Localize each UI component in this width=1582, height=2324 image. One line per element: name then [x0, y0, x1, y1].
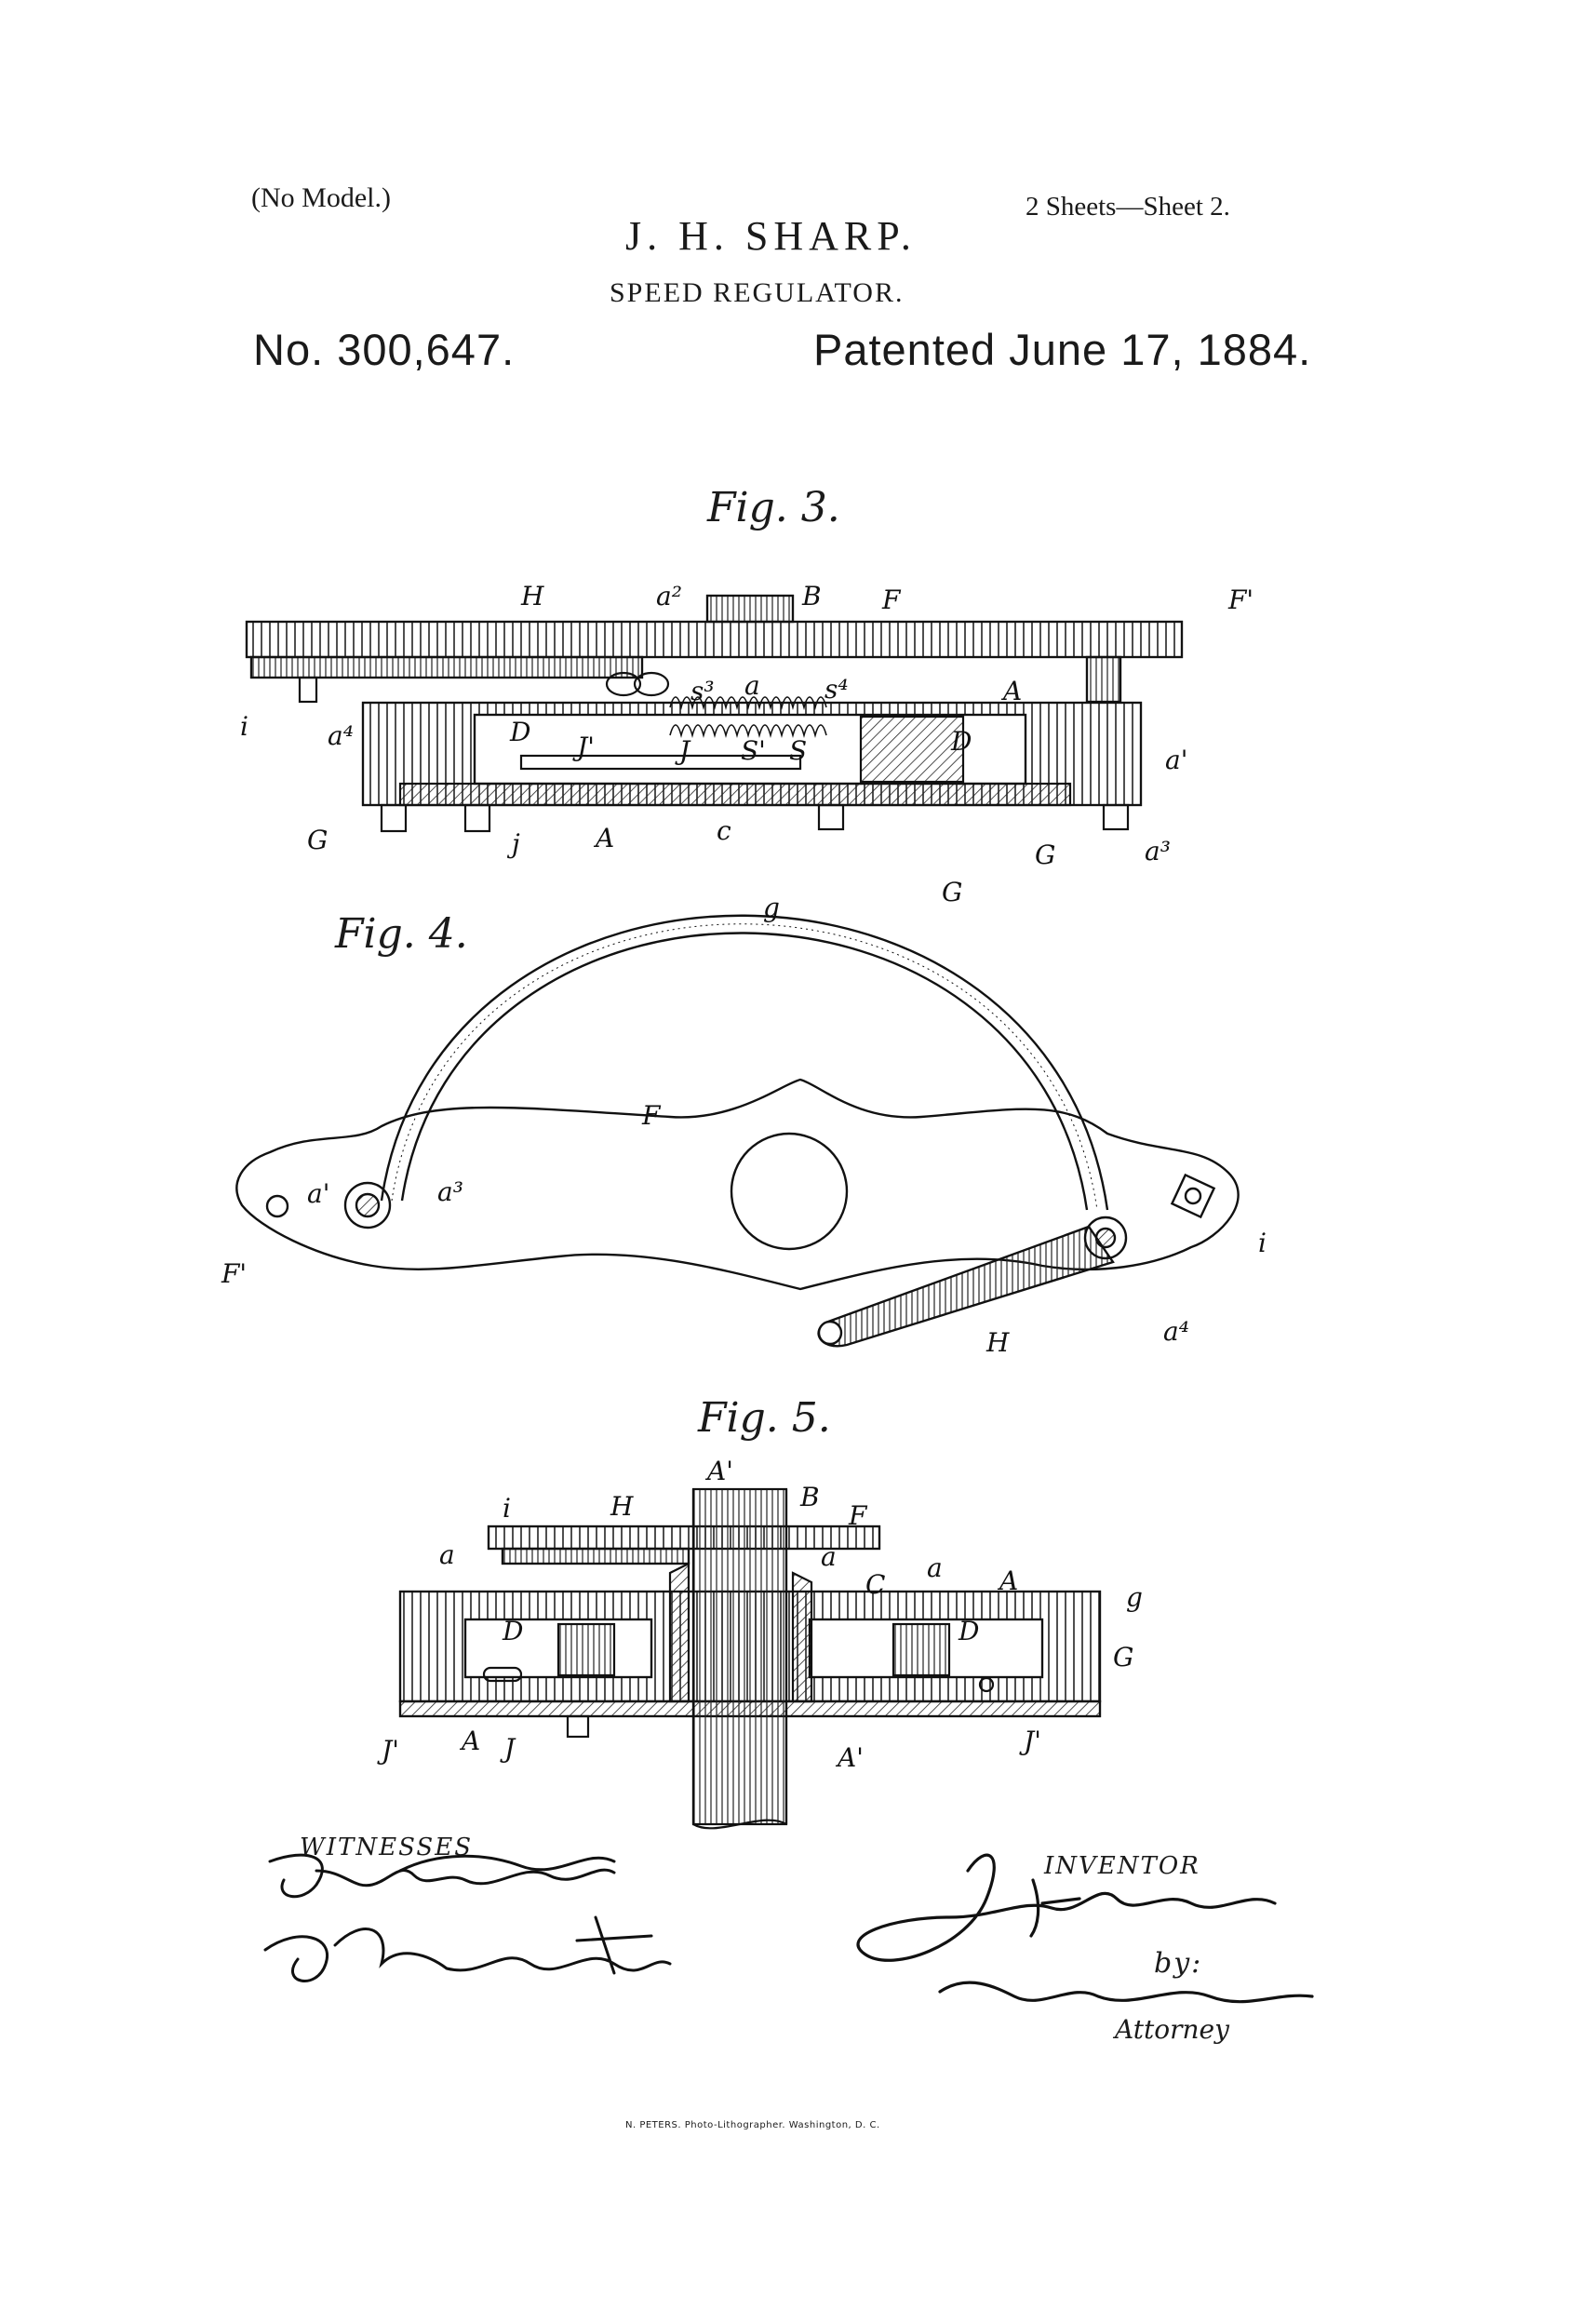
part-label-fig3-i: i: [240, 711, 248, 742]
part-label-fig5-D2: D: [958, 1616, 979, 1646]
part-label-fig4-g: g: [763, 893, 780, 923]
patent-title: SPEED REGULATOR.: [610, 277, 905, 308]
part-label-fig3-J1: J': [572, 732, 595, 762]
part-label-fig3-a1: a': [1165, 745, 1187, 775]
part-label-fig5-B: B: [799, 1482, 820, 1512]
part-label-fig5-H: H: [610, 1491, 634, 1522]
fig3-drawing: [245, 594, 1184, 833]
part-label-fig5-J2: J': [1019, 1726, 1041, 1756]
part-label-fig3-F: F: [881, 584, 902, 615]
part-label-fig4-F: F: [641, 1100, 662, 1131]
attorney-caption: Attorney: [1115, 2014, 1229, 2045]
part-label-fig4-a4: a⁴: [1163, 1316, 1189, 1347]
part-label-fig5-D: D: [502, 1616, 523, 1646]
part-label-fig5-g: g: [1126, 1582, 1143, 1613]
part-label-fig3-c: c: [717, 815, 731, 846]
part-label-fig3-a: a: [744, 670, 760, 701]
inventor-signature: [856, 1853, 1314, 2004]
fig3-part-labels: H a² B F F' i a⁴ s³ a s⁴ A D J' J S' S D…: [240, 581, 1254, 870]
part-label-fig5-a3: a: [927, 1552, 943, 1583]
part-label-fig3-s4: s⁴: [825, 674, 849, 705]
fig3-label: Fig. 3.: [707, 484, 840, 531]
fig4-drawing: [235, 914, 1240, 1348]
part-label-fig3-A2: A: [593, 823, 614, 853]
part-label-fig4-a3: a³: [437, 1176, 463, 1207]
part-label-fig3-D: D: [509, 717, 530, 747]
part-label-fig5-J1: J': [377, 1735, 399, 1766]
fig5-label: Fig. 5.: [698, 1394, 831, 1442]
sheet-info: 2 Sheets—Sheet 2.: [1026, 192, 1230, 222]
part-label-fig5-A2: A: [459, 1726, 480, 1756]
part-label-fig5-G: G: [1113, 1642, 1133, 1672]
part-label-fig4-H: H: [985, 1327, 1010, 1358]
part-label-fig3-H: H: [520, 581, 544, 611]
part-label-fig3-B: B: [801, 581, 822, 611]
part-label-fig3-F1: F': [1227, 584, 1254, 615]
part-label-fig3-j: j: [506, 828, 520, 859]
part-label-fig5-a: a: [439, 1539, 455, 1570]
part-label-fig5-A3: A': [835, 1742, 864, 1773]
part-label-fig5-i: i: [503, 1493, 511, 1524]
part-label-fig3-G2: G: [1035, 840, 1055, 870]
part-label-fig4-F1: F': [221, 1258, 247, 1289]
fig5-drawing: [398, 1487, 1102, 1830]
patent-number: No. 300,647.: [253, 325, 516, 374]
part-label-fig3-G: G: [307, 825, 328, 855]
witnesses-caption: WITNESSES: [300, 1834, 474, 1861]
part-label-fig3-s3: s³: [690, 676, 715, 706]
part-label-fig3-S1: S': [741, 735, 766, 766]
model-note: (No Model.): [251, 182, 391, 213]
part-label-fig3-S: S: [789, 735, 807, 766]
lithographer-footer: N. PETERS. Photo-Lithographer. Washingto…: [625, 2120, 880, 2130]
inventor-name: J. H. SHARP.: [625, 213, 917, 259]
part-label-fig3-J: J: [675, 735, 691, 766]
part-label-fig5-A: A: [997, 1565, 1018, 1596]
part-label-fig3-a3: a³: [1145, 836, 1171, 866]
part-label-fig3-a4: a⁴: [328, 720, 354, 751]
part-label-fig5-A1: A': [704, 1456, 733, 1486]
part-label-fig5-J: J: [500, 1733, 516, 1764]
inventor-caption: INVENTOR: [1044, 1852, 1200, 1880]
by-caption: by:: [1154, 1947, 1203, 1980]
part-label-fig5-C: C: [865, 1569, 885, 1600]
part-label-fig4-G: G: [942, 877, 962, 907]
witness-signatures: [263, 1853, 672, 1982]
fig4-label: Fig. 4.: [335, 910, 468, 958]
part-label-fig4-a1: a': [307, 1178, 329, 1209]
part-label-fig5-F: F: [848, 1500, 868, 1531]
part-label-fig3-A: A: [1000, 676, 1022, 706]
fig5-part-labels: A' B i H F a a C a A g D D G J' A J A' J…: [377, 1456, 1143, 1773]
patent-date: Patented June 17, 1884.: [813, 325, 1312, 374]
part-label-fig4-i: i: [1258, 1228, 1267, 1258]
part-label-fig5-a2: a: [821, 1541, 837, 1572]
fig4-part-labels: g G F a' a³ F' i H a⁴: [221, 877, 1267, 1358]
part-label-fig3-a2: a²: [656, 581, 682, 611]
part-label-fig3-D2: D: [950, 726, 972, 757]
